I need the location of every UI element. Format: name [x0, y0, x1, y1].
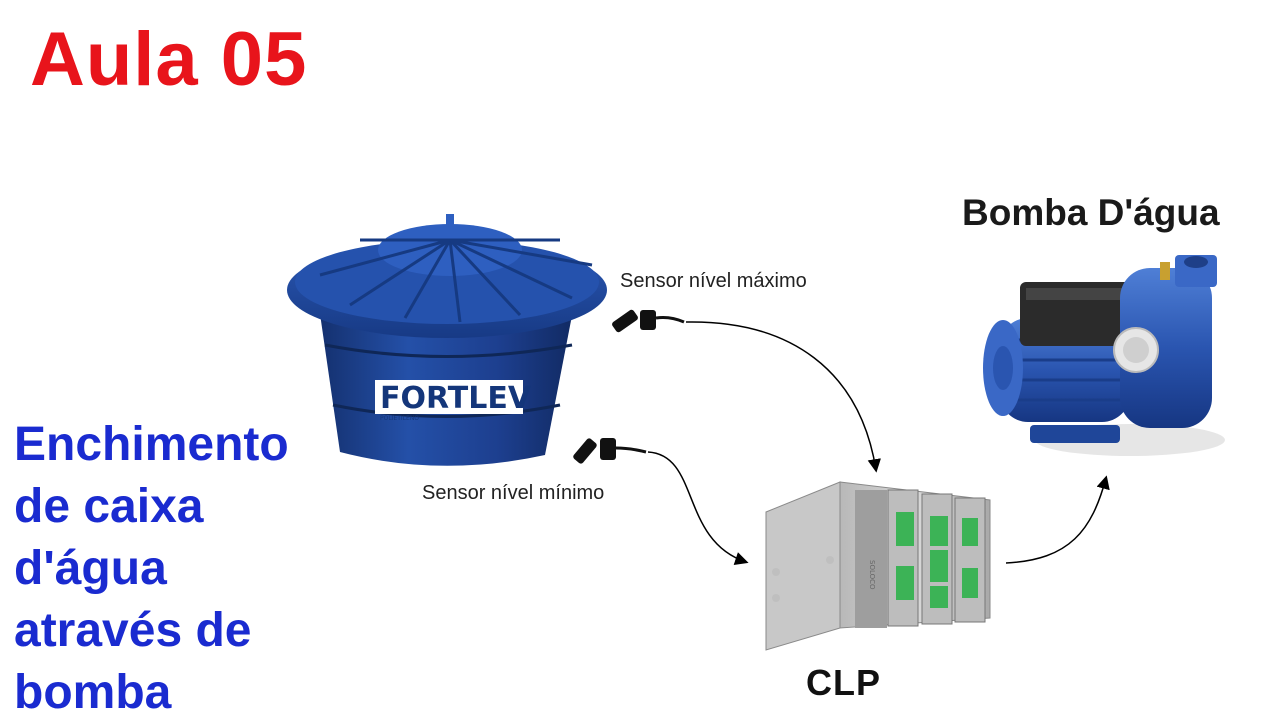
plc-brand: SOLOCO: [868, 560, 876, 590]
subtitle-line-3: d'água: [14, 542, 167, 595]
float-switch-icon: [573, 438, 647, 464]
pump-label: Bomba D'água: [962, 192, 1220, 233]
topic-subtitle: Enchimento de caixa d'água através de bo…: [14, 414, 354, 724]
sensor-max-to-plc-arrow: [685, 321, 881, 473]
tank-brand-name: FORTLEV: [380, 381, 532, 416]
subtitle-line-1: Enchimento: [14, 418, 289, 471]
plc-label: CLP: [806, 662, 881, 703]
fortlev-logo: FORTLEV POLIETILENO: [375, 380, 532, 422]
subtitle-line-5: bomba: [14, 666, 172, 719]
min-level-sensor-label: Sensor nível mínimo: [422, 482, 605, 504]
float-switch-icon: [612, 309, 685, 333]
water-pump-icon: [983, 255, 1225, 456]
plc-to-pump-arrow: [1005, 475, 1110, 564]
subtitle-line-2: de caixa: [14, 480, 204, 533]
max-level-sensor-label: Sensor nível máximo: [620, 270, 807, 292]
water-tank-icon: FORTLEV POLIETILENO: [287, 214, 607, 466]
tank-brand-tagline: POLIETILENO: [380, 415, 419, 422]
subtitle-line-4: através de: [14, 604, 252, 657]
lesson-title: Aula 05: [30, 17, 308, 102]
plc-icon: SOLOCO: [765, 481, 991, 651]
sensor-min-to-plc-arrow: [647, 451, 749, 565]
